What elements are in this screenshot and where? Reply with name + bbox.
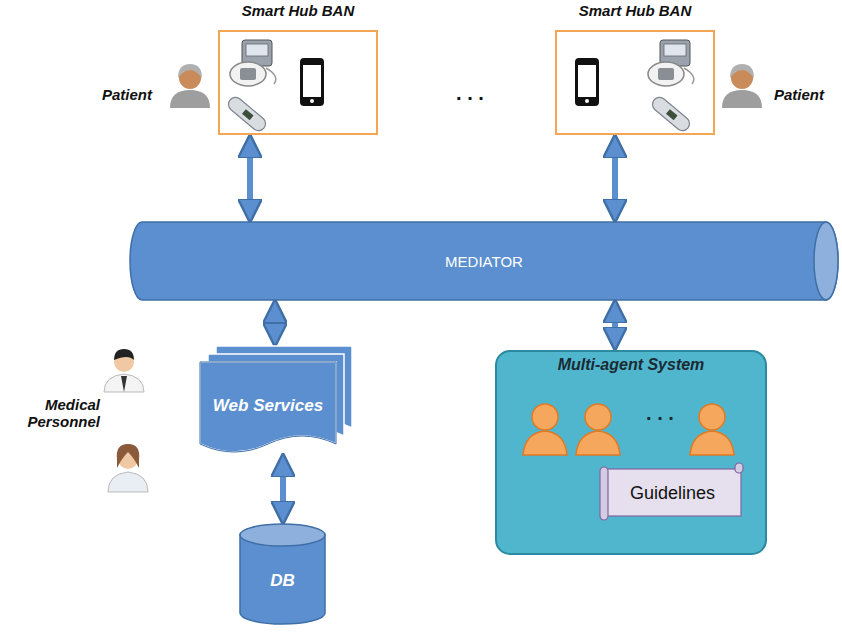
nurse-icon [108, 444, 148, 492]
agent-system-box: Multi-agent SystemGuidelines [495, 350, 767, 555]
database-cylinder: DB [240, 524, 325, 624]
node-label: DB [270, 571, 295, 591]
ellipsis-mark: . . . [640, 402, 680, 425]
agent-figure [523, 431, 567, 455]
node-heading: Multi-agent System [558, 356, 705, 374]
thermometer-icon [650, 94, 693, 133]
hub-box: Smart Hub BAN [218, 30, 378, 135]
actor-label: Medical Personnel [14, 396, 100, 430]
node-label: Guidelines [630, 483, 715, 504]
node-shape [495, 350, 767, 555]
thermometer-icon [226, 94, 269, 133]
node-label: Web Services [213, 395, 323, 417]
node-heading: Smart Hub BAN [242, 2, 355, 19]
web-services-stack: Web Services [200, 346, 352, 454]
hub-box: Smart Hub BAN [555, 30, 715, 135]
actor-label: Patient [92, 86, 162, 103]
node-shape [218, 30, 378, 135]
agent-figure [690, 431, 734, 455]
mediator-bus: MEDIATOR [130, 222, 838, 300]
double-arrow-connector [612, 139, 618, 218]
phone-icon [300, 58, 324, 106]
double-arrow-connector [280, 458, 286, 520]
node-label: MEDIATOR [445, 253, 523, 270]
patient-icon [170, 64, 210, 108]
bp-monitor-icon [230, 40, 276, 86]
actor-label: Patient [764, 86, 834, 103]
node-shape [555, 30, 715, 135]
double-arrow-connector [612, 304, 618, 346]
double-arrow-connector [247, 139, 253, 218]
doctor-icon [104, 349, 144, 392]
node-heading: Smart Hub BAN [579, 2, 692, 19]
phone-icon [575, 58, 599, 106]
ellipsis-mark: . . . [430, 82, 510, 105]
patient-icon [722, 64, 762, 108]
double-arrow-connector [272, 304, 278, 342]
agent-figure [576, 431, 620, 455]
bp-monitor-icon [648, 40, 694, 86]
guidelines-scroll: Guidelines [600, 463, 745, 520]
